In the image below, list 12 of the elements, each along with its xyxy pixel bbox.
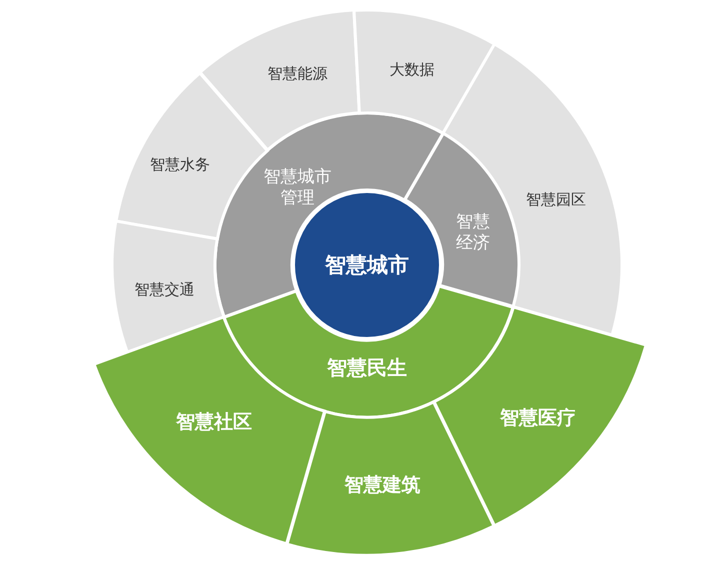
segment-label: 智慧经济 (455, 211, 492, 254)
segment-label: 智慧城市管理 (262, 166, 332, 209)
segment-label: 智慧民生 (326, 355, 407, 380)
segment-label: 智慧能源 (268, 64, 328, 84)
segment-label: 智慧建筑 (344, 474, 420, 498)
segment-label: 智慧水务 (150, 156, 210, 175)
segment-label: 智慧交通 (134, 280, 195, 300)
segment-label: 智慧城市 (325, 252, 409, 278)
segment-label: 智慧医疗 (500, 407, 576, 431)
segment-label: 智慧社区 (176, 411, 252, 436)
segment-label: 智慧园区 (526, 190, 586, 210)
segment-label: 大数据 (389, 60, 434, 80)
